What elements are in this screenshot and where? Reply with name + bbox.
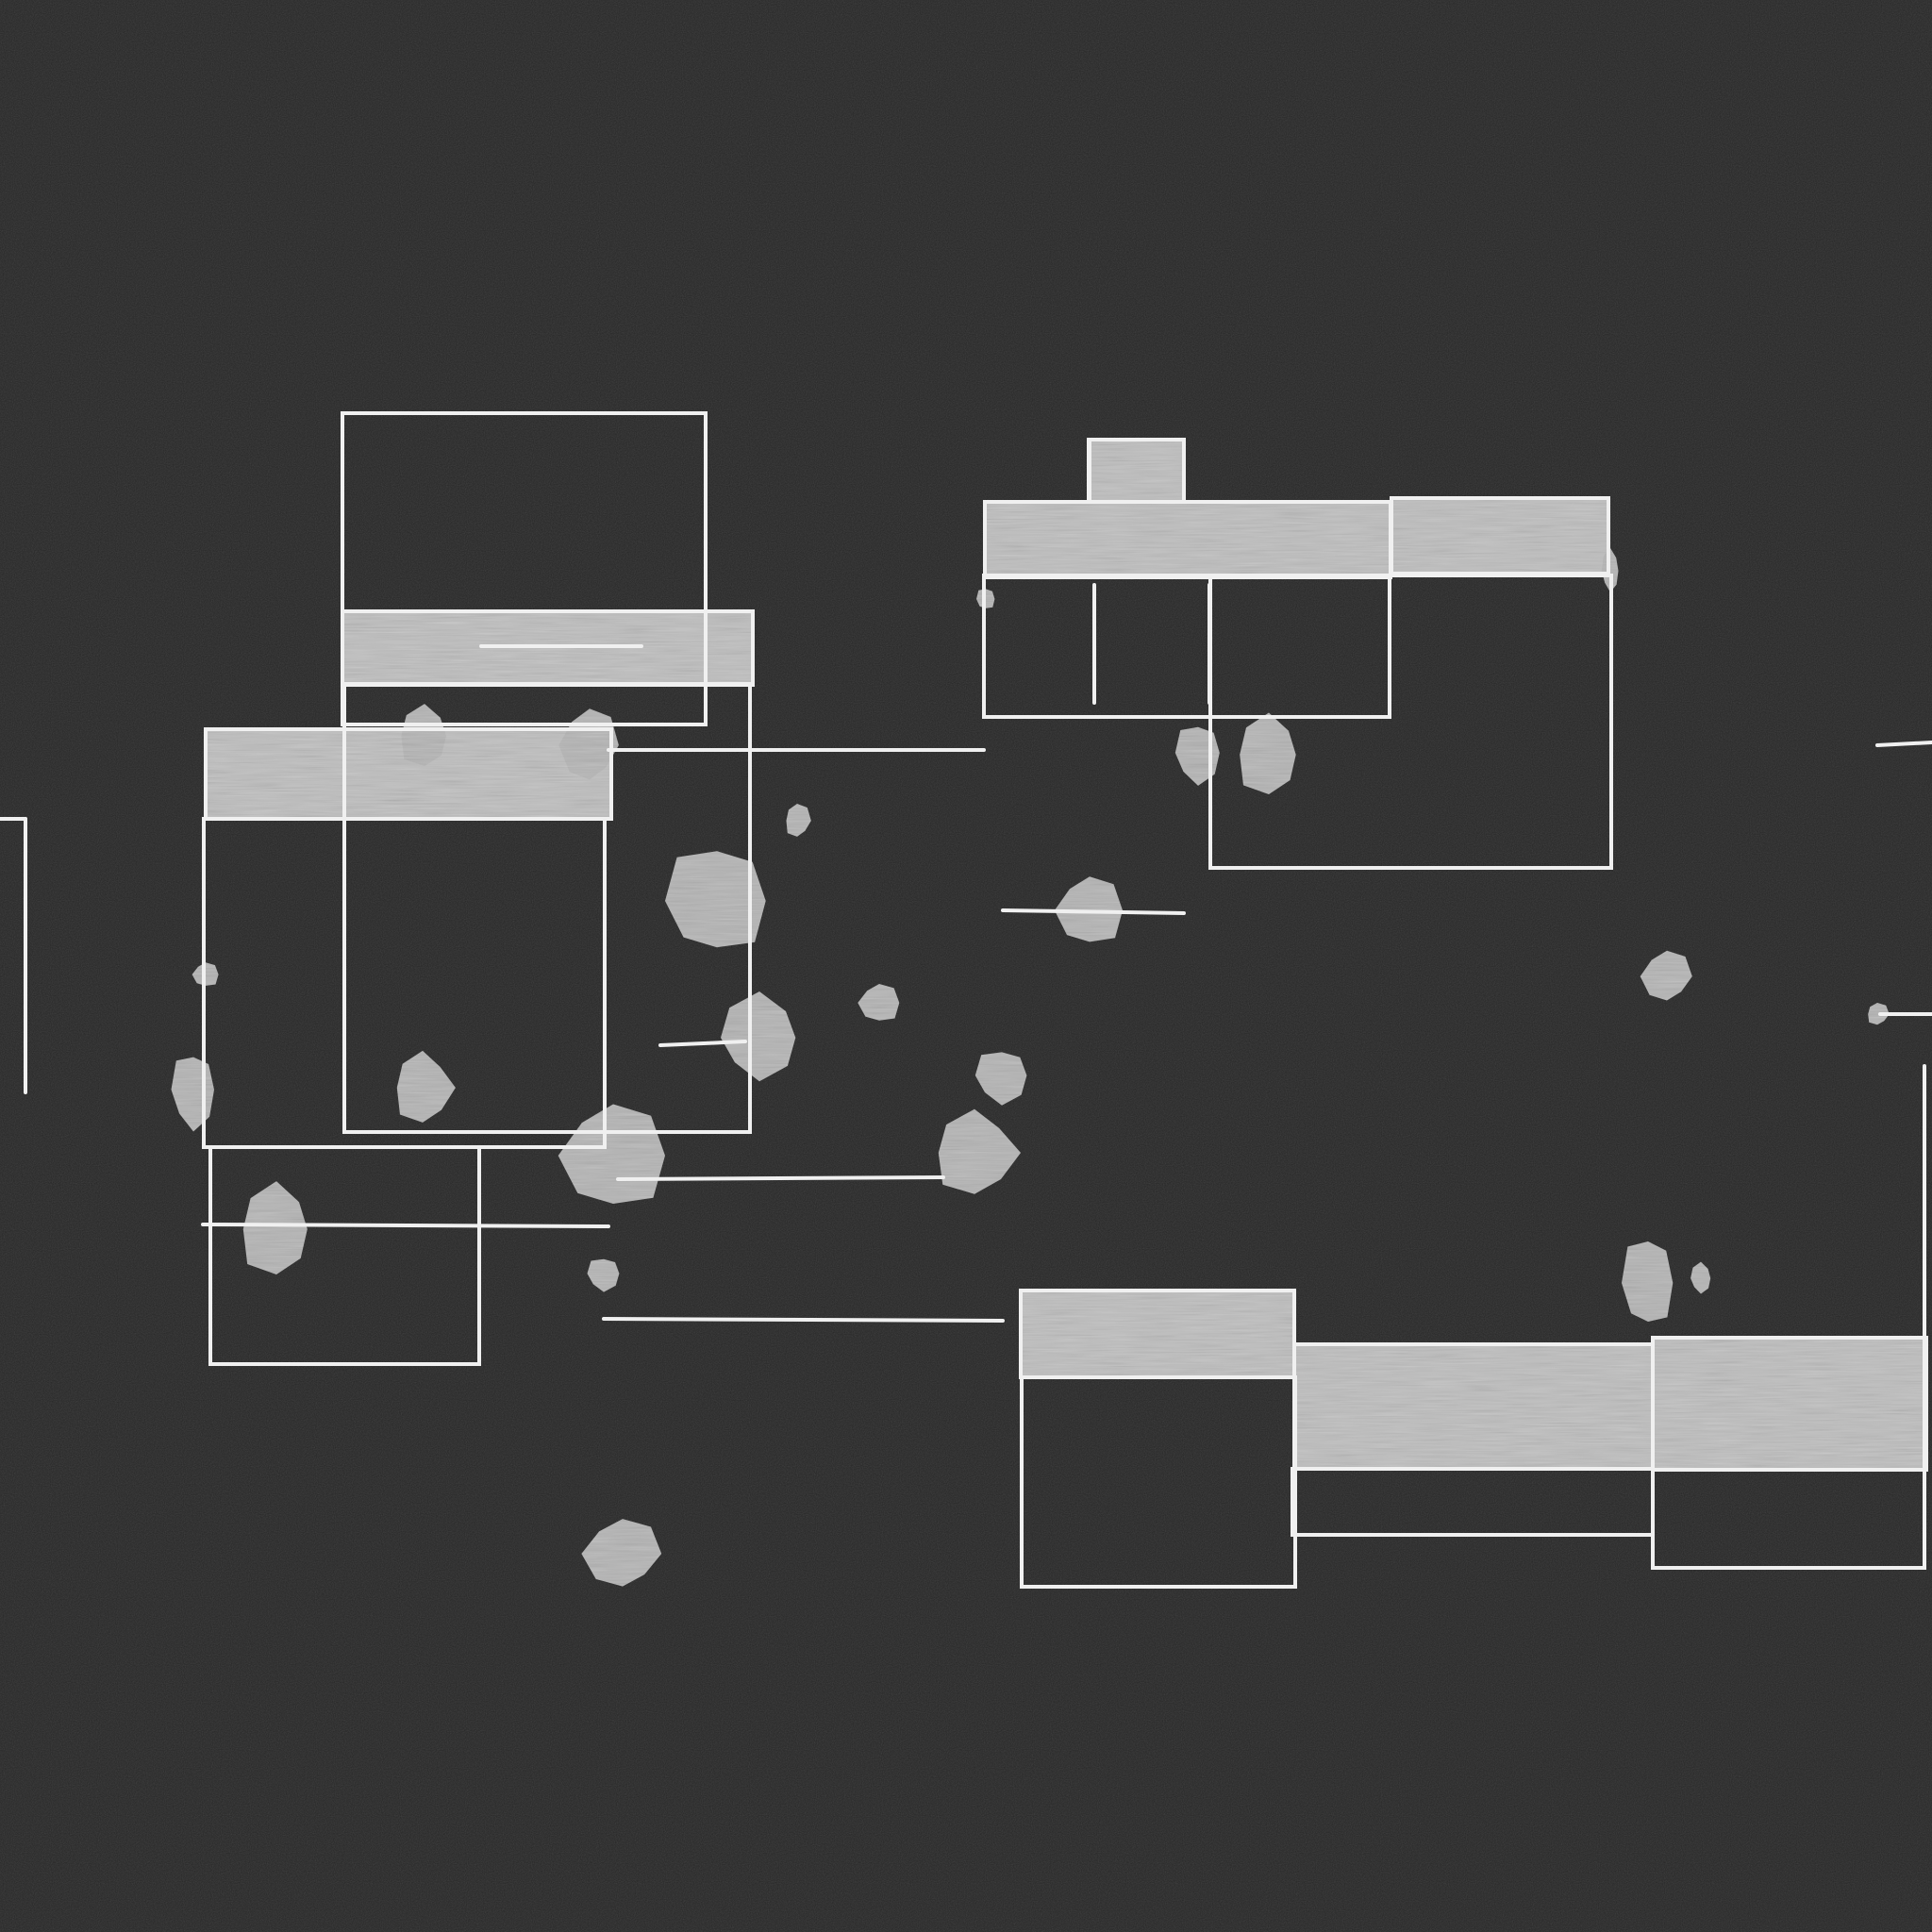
blob-texture	[974, 1052, 1027, 1106]
filled-bar-texture	[1021, 1291, 1294, 1377]
connector-line	[602, 1317, 1005, 1323]
outline-frame	[341, 411, 708, 726]
connector-line	[1001, 908, 1186, 915]
filled-bar-texture	[1391, 498, 1608, 574]
connector-line	[658, 1040, 747, 1047]
blob-texture	[401, 704, 446, 766]
filled-bar-texture	[1653, 1338, 1926, 1470]
filled-bar-texture	[985, 502, 1391, 577]
blob-texture	[1690, 1261, 1711, 1294]
connector-line	[201, 1223, 610, 1228]
blob-texture	[1622, 1241, 1674, 1322]
filled-bar-texture	[206, 729, 611, 819]
connector-lines	[0, 583, 1932, 1568]
blob-texture	[581, 1519, 662, 1587]
blob-texture	[1640, 950, 1692, 1001]
blob-texture	[786, 804, 811, 837]
filled-bar-texture	[1294, 1344, 1653, 1469]
blob-texture	[721, 991, 796, 1082]
outline-frames	[202, 411, 1928, 1589]
blob-texture	[587, 1258, 620, 1292]
blob-texture	[858, 984, 900, 1021]
bar-outline	[341, 609, 755, 687]
blob-texture	[396, 1050, 456, 1123]
connector-line	[1875, 741, 1932, 747]
bar-outline	[1088, 438, 1186, 504]
blob-texture	[665, 851, 766, 948]
blob-texture	[242, 1181, 308, 1274]
filled-bar-texture	[1090, 440, 1184, 502]
filled-bars	[206, 440, 1926, 1470]
bar-outline	[1019, 1289, 1296, 1379]
connector-line	[616, 1175, 945, 1181]
blob-texture	[1054, 876, 1123, 942]
blob-texture	[938, 1108, 1021, 1194]
outline-frame	[208, 1145, 481, 1366]
bar-outline	[1390, 496, 1610, 575]
bar-outline	[204, 727, 613, 821]
blob-shapes	[171, 548, 1890, 1587]
blob-texture	[1240, 712, 1296, 794]
